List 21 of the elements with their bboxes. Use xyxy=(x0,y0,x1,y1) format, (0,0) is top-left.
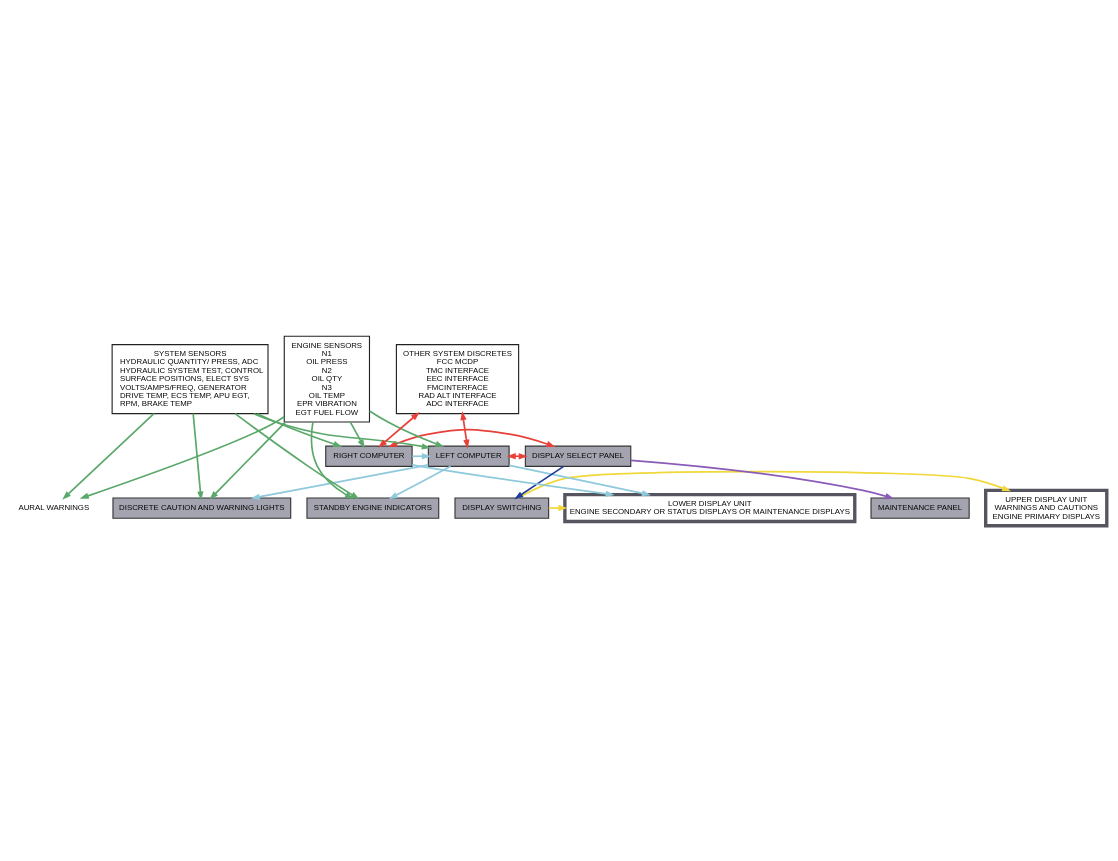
arrow xyxy=(388,465,452,499)
arrow xyxy=(310,420,354,499)
arrow xyxy=(411,452,431,459)
arrow xyxy=(547,504,568,511)
arrow xyxy=(460,410,470,449)
arrow xyxy=(349,420,365,448)
arrow xyxy=(388,428,556,447)
arrow xyxy=(234,412,360,499)
arrow xyxy=(253,412,431,449)
arrow xyxy=(378,411,420,448)
arrow xyxy=(256,412,343,447)
arrow xyxy=(514,465,565,499)
arrow xyxy=(630,458,895,499)
arrow xyxy=(79,415,285,499)
arrow xyxy=(62,412,155,500)
arrow xyxy=(411,463,615,497)
arrow xyxy=(192,412,204,500)
arrow xyxy=(250,463,430,500)
arrow xyxy=(209,420,287,500)
arrow xyxy=(508,464,651,496)
arrow xyxy=(368,409,445,447)
